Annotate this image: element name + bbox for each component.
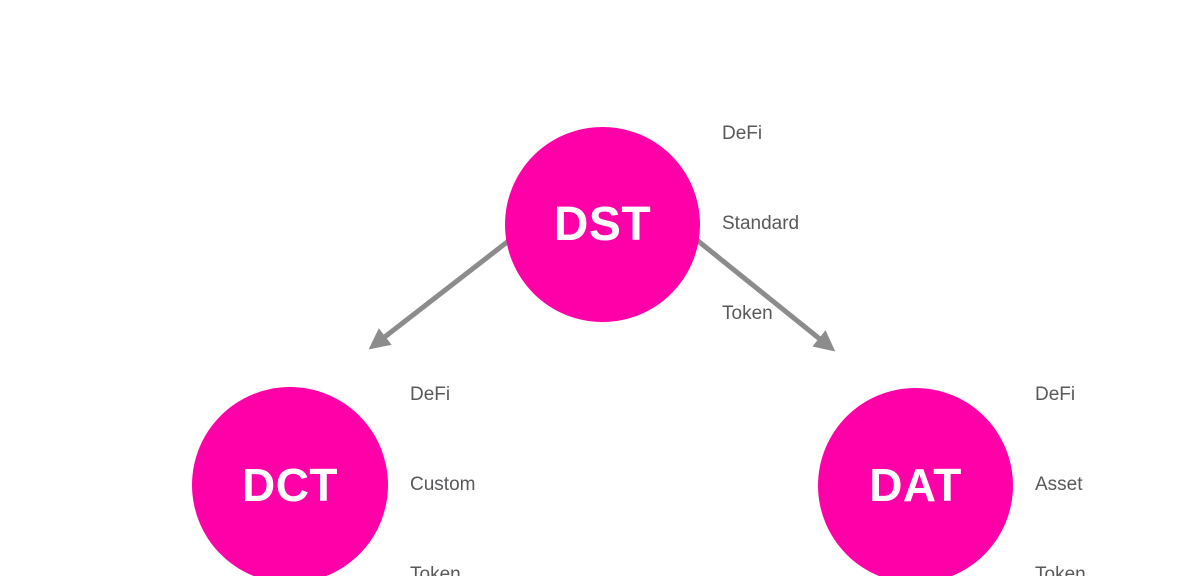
node-dst-circle[interactable]: DST [505, 127, 700, 322]
node-dat[interactable]: DAT DeFi Asset Token [818, 320, 1086, 576]
node-dat-caption: DeFi Asset Token [1035, 320, 1086, 576]
node-dst-caption-line-1: DeFi [722, 123, 763, 144]
node-dct-caption-line-3: Token [410, 564, 461, 576]
node-dst-caption-line-2: Standard [722, 213, 800, 234]
node-dst-label: DST [553, 197, 652, 251]
node-dat-caption-line-1: DeFi [1035, 384, 1076, 405]
node-dst-caption: DeFi Standard Token [722, 59, 799, 389]
node-dct[interactable]: DCT DeFi Custom Token [192, 320, 475, 576]
node-dct-caption-line-1: DeFi [410, 384, 451, 405]
node-dct-caption-line-2: Custom [410, 474, 476, 495]
node-dst-caption-line-3: Token [722, 303, 773, 324]
node-dat-label: DAT [869, 459, 962, 511]
node-dct-label: DCT [241, 459, 339, 511]
node-dat-circle[interactable]: DAT [818, 387, 1013, 576]
node-dat-caption-line-3: Token [1035, 564, 1086, 576]
node-dct-circle[interactable]: DCT [192, 387, 388, 576]
node-dat-caption-line-2: Asset [1035, 474, 1083, 495]
node-dst[interactable]: DST DeFi Standard Token [505, 60, 799, 389]
node-dct-caption: DeFi Custom Token [410, 320, 475, 576]
